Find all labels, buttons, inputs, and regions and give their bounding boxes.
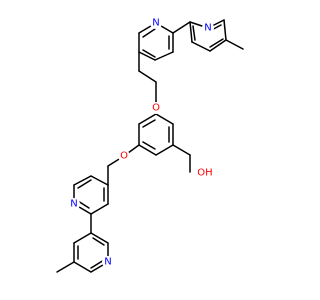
- bottom-methyl-bond: [56, 261, 75, 273]
- oxygen-label: O: [120, 151, 128, 162]
- molecule-drawing: N N O O OH N N: [56, 17, 244, 273]
- nitrogen-label: N: [204, 23, 211, 34]
- oxygen-label: O: [152, 103, 160, 114]
- top-ch2-bond: [138, 70, 157, 83]
- atom-o-upper: O: [150, 102, 162, 114]
- top-biaryl-bond: [172, 21, 191, 34]
- structure-diagram: N N O O OH N N: [56, 17, 244, 273]
- atom-n-bottom-upper: N: [68, 198, 80, 210]
- atom-n-top-left: N: [150, 17, 162, 29]
- atom-oh: OH: [196, 167, 216, 179]
- nitrogen-label: N: [104, 257, 111, 268]
- atom-n-top-right: N: [202, 22, 214, 34]
- central-benzene-ring: [138, 113, 174, 156]
- atom-n-bottom-lower: N: [102, 256, 114, 268]
- bottom-upper-pyridine-ring: [73, 175, 109, 215]
- nitrogen-label: N: [70, 199, 77, 210]
- atom-o-lower: O: [118, 150, 130, 162]
- top-methyl-bond: [225, 39, 244, 50]
- hydroxyl-label: OH: [197, 168, 212, 179]
- ring-to-ch2oh-bond: [172, 144, 191, 156]
- nitrogen-label: N: [152, 18, 159, 29]
- bottom-lower-pyridine-ring: [73, 232, 109, 273]
